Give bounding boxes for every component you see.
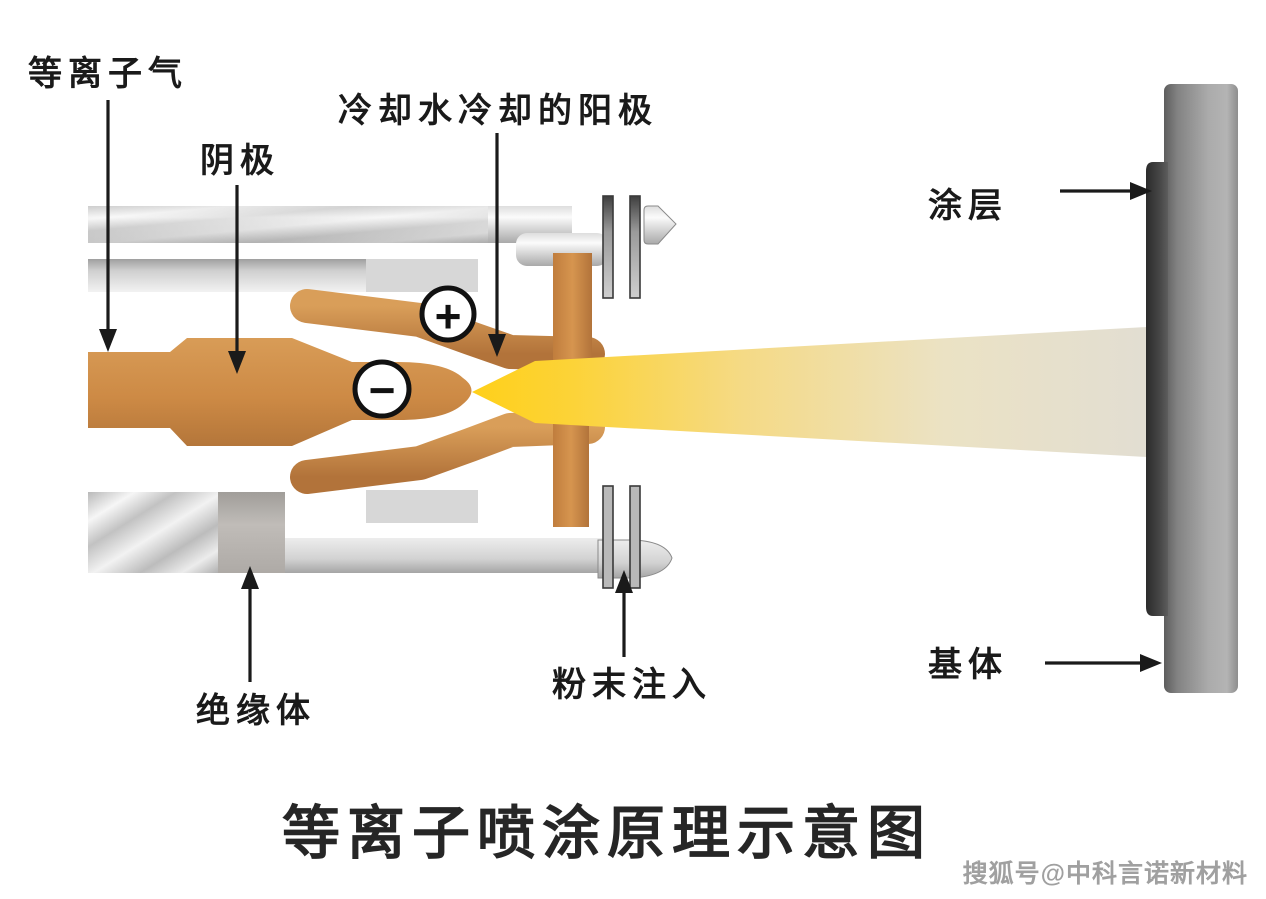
housing-top-bar-sheen bbox=[88, 206, 488, 243]
housing-bottom-bar bbox=[285, 538, 605, 573]
diagram-title: 等离子喷涂原理示意图 bbox=[282, 801, 932, 866]
powder-injector-bottom bbox=[602, 485, 641, 589]
substrate-block bbox=[1164, 84, 1238, 693]
arrowhead-down-icon bbox=[99, 329, 117, 352]
anode-polarity-symbol: + bbox=[419, 285, 477, 343]
housing-inner-top-extension bbox=[366, 259, 478, 292]
plus-circle-icon bbox=[419, 285, 477, 343]
insulator-block bbox=[218, 492, 285, 573]
label-coating: 涂层 bbox=[928, 186, 1008, 225]
minus-sign: − bbox=[369, 364, 396, 416]
label-cathode: 阴极 bbox=[200, 142, 280, 180]
anode-upper-arm bbox=[290, 289, 605, 371]
arrowhead-up-icon bbox=[241, 566, 259, 589]
callout-arrows bbox=[106, 100, 1144, 682]
label-anode: 冷却水冷却的阳极 bbox=[338, 92, 658, 130]
injector-pin bbox=[602, 485, 614, 589]
plasma-flame-jet bbox=[472, 327, 1147, 457]
housing-inner-bottom-extension bbox=[366, 490, 478, 523]
coating-layer bbox=[1146, 162, 1168, 616]
arrowhead-down-icon bbox=[488, 334, 506, 357]
torch-housing bbox=[88, 205, 677, 579]
housing-top-end-cap bbox=[643, 205, 677, 245]
injector-pin bbox=[629, 195, 641, 299]
callout-arrowheads bbox=[99, 182, 1162, 672]
arrowhead-right-icon bbox=[1130, 182, 1152, 200]
plus-sign: + bbox=[435, 290, 462, 342]
label-plasma-gas: 等离子气 bbox=[28, 54, 188, 93]
label-powder-injection: 粉末注入 bbox=[552, 666, 712, 704]
anode-bottom-column bbox=[553, 421, 589, 527]
injector-pin bbox=[629, 485, 641, 589]
injector-pin bbox=[602, 195, 614, 299]
powder-injector-top bbox=[602, 195, 641, 299]
cathode-polarity-symbol: − bbox=[352, 359, 412, 419]
arrowhead-right-icon bbox=[1140, 654, 1162, 672]
watermark: 搜狐号@中科言诺新材料 bbox=[963, 859, 1248, 888]
label-substrate: 基体 bbox=[928, 646, 1008, 684]
label-insulator: 绝缘体 bbox=[196, 691, 316, 730]
housing-bottom-block bbox=[88, 492, 218, 573]
anode-top-column bbox=[553, 253, 592, 360]
anode-lower-arm bbox=[290, 410, 605, 494]
housing-inner-top-bar bbox=[88, 259, 366, 292]
arrowhead-down-icon bbox=[228, 351, 246, 374]
minus-circle-icon bbox=[352, 359, 412, 419]
arrowhead-up-icon bbox=[615, 570, 633, 593]
anode-assembly bbox=[290, 253, 605, 527]
